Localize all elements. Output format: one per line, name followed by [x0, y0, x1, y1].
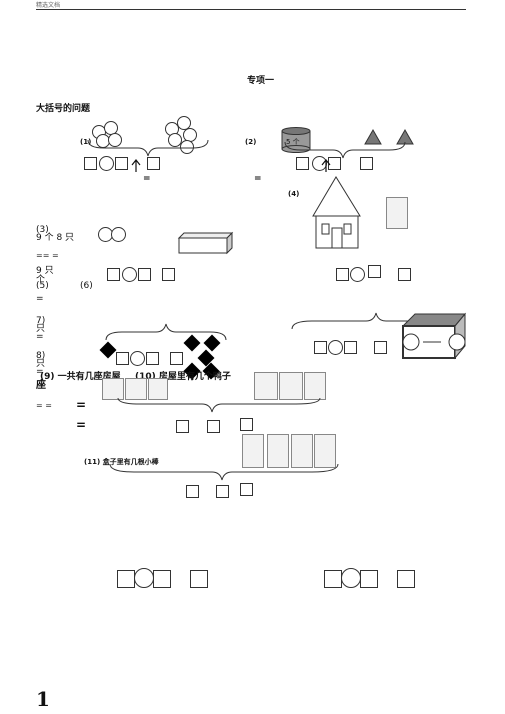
problem-2-label: (2)	[245, 138, 257, 146]
drum-count: 5 个	[286, 138, 300, 146]
equals-sign: =	[254, 174, 262, 184]
operator-circle[interactable]	[134, 568, 154, 588]
problem-3-line: 9 个 8 只	[36, 233, 75, 243]
answer-box[interactable]	[117, 570, 135, 588]
box-drawing	[177, 231, 234, 255]
answer-box[interactable]	[240, 418, 253, 431]
problem-11-label: (11) 盒子里有几根小棒	[84, 458, 159, 466]
answer-box[interactable]	[336, 268, 349, 281]
building-drawing	[401, 312, 467, 360]
answer-box[interactable]	[374, 341, 387, 354]
house-image	[102, 378, 124, 400]
circle	[180, 140, 194, 154]
cat-image	[314, 434, 336, 468]
answer-box[interactable]	[368, 265, 381, 278]
circle	[108, 133, 122, 147]
answer-box[interactable]	[324, 570, 342, 588]
house-image	[125, 378, 147, 400]
cat-image	[386, 197, 408, 229]
house-image	[148, 378, 168, 400]
problem-5-label: (5)	[36, 281, 49, 291]
answer-box[interactable]	[360, 570, 378, 588]
margin-note: 座	[36, 380, 46, 391]
house-image	[304, 372, 326, 400]
brace-5	[105, 323, 227, 341]
brace-11	[109, 463, 339, 481]
answer-box[interactable]	[186, 485, 199, 498]
double-equals: =	[76, 398, 87, 412]
answer-box[interactable]	[398, 268, 411, 281]
answer-box[interactable]	[176, 420, 189, 433]
brace-9	[117, 397, 321, 413]
operator-circle[interactable]	[130, 351, 145, 366]
answer-box[interactable]	[84, 157, 97, 170]
answer-box[interactable]	[147, 157, 160, 170]
answer-box[interactable]	[314, 341, 327, 354]
brace-1	[87, 139, 209, 157]
answer-box[interactable]	[153, 570, 171, 588]
house-image	[279, 372, 303, 400]
house-drawing	[312, 176, 361, 249]
diamond-shape	[99, 341, 117, 359]
answer-box[interactable]	[146, 352, 159, 365]
drum-icon	[281, 127, 311, 153]
equals-sign: =	[143, 174, 151, 184]
operator-circle[interactable]	[350, 267, 365, 282]
problem-4-label: (4)	[288, 190, 300, 198]
cat-image	[242, 434, 264, 468]
problem-8-label: 8)	[36, 351, 46, 361]
circle	[168, 133, 182, 147]
answer-box[interactable]	[344, 341, 357, 354]
margin-note: 个	[36, 275, 46, 285]
answer-box[interactable]	[207, 420, 220, 433]
answer-box[interactable]	[107, 268, 120, 281]
cat-image	[291, 434, 313, 468]
brace-2	[284, 141, 406, 159]
triangles	[364, 128, 414, 145]
margin-note: =	[36, 367, 44, 377]
answer-box[interactable]	[240, 483, 253, 496]
answer-box[interactable]	[162, 268, 175, 281]
cat-image	[267, 434, 289, 468]
margin-note: =	[36, 332, 44, 342]
problem-10-label: (10) 房屋里有几个鸭子	[135, 372, 231, 382]
operator-circle[interactable]	[122, 267, 137, 282]
answer-box[interactable]	[170, 352, 183, 365]
problem-7-label: 7)	[36, 316, 46, 326]
answer-box[interactable]	[190, 570, 208, 588]
page-title: 专项一	[247, 76, 275, 86]
answer-box[interactable]	[138, 268, 151, 281]
problem-9-label: (9) 一共有几座房屋	[40, 372, 121, 382]
house-image	[254, 372, 278, 400]
section-title: 大括号的问题	[36, 104, 91, 114]
answer-box[interactable]	[296, 157, 309, 170]
operator-circle[interactable]	[341, 568, 361, 588]
problem-1-label: (1)	[80, 138, 92, 146]
circle	[111, 227, 126, 242]
margin-note: =	[36, 294, 44, 304]
arrow-up-icon	[321, 159, 331, 172]
margin-note: 只	[36, 359, 46, 369]
operator-circle[interactable]	[99, 156, 114, 171]
margin-note: == =	[36, 251, 59, 260]
answer-box[interactable]	[397, 570, 415, 588]
answer-box[interactable]	[115, 157, 128, 170]
margin-note: 只	[36, 324, 46, 334]
margin-note: = =	[36, 401, 52, 410]
operator-circle[interactable]	[328, 340, 343, 355]
arrow-up-icon	[131, 159, 141, 172]
double-equals: =	[76, 418, 87, 432]
page-number: 1	[36, 687, 50, 711]
answer-box[interactable]	[216, 485, 229, 498]
problem-3-label: (3)	[36, 225, 49, 235]
margin-note: 9 只	[36, 266, 54, 276]
header-label: 精选文档	[36, 2, 61, 9]
answer-box[interactable]	[360, 157, 373, 170]
answer-box[interactable]	[116, 352, 129, 365]
header-rule	[36, 9, 466, 10]
problem-6-label: (6)	[80, 281, 93, 291]
